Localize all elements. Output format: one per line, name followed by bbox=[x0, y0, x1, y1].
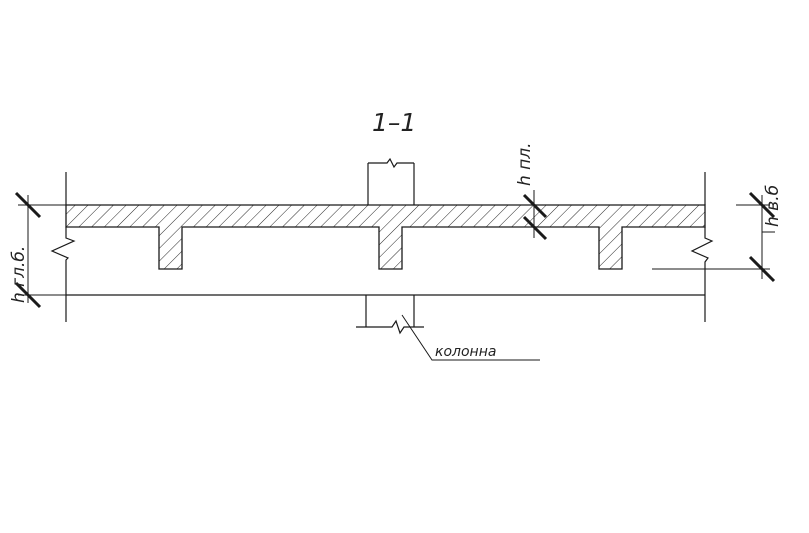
slab-height-dimension bbox=[522, 190, 548, 241]
secondary-beam-height-label: h в.б bbox=[763, 185, 783, 227]
left-break-line bbox=[50, 172, 76, 322]
main-beam-height-dimension bbox=[14, 191, 66, 309]
secondary-beam-height-dimension bbox=[652, 191, 776, 283]
slab-with-ribs bbox=[65, 204, 706, 270]
main-beam-height-label: h гл.б. bbox=[9, 246, 29, 303]
upper-column-stub bbox=[367, 157, 415, 205]
column-label: колонна bbox=[435, 344, 496, 360]
dim-tick bbox=[522, 193, 548, 219]
slab-height-label: h пл. bbox=[515, 142, 535, 186]
section-title: 1–1 bbox=[372, 108, 416, 137]
right-break-line bbox=[690, 172, 714, 322]
dim-tick bbox=[14, 191, 42, 219]
column-leader bbox=[401, 314, 540, 361]
dim-tick bbox=[748, 191, 776, 219]
lower-column-stub bbox=[356, 295, 424, 335]
dim-tick bbox=[748, 255, 776, 283]
dim-tick bbox=[522, 215, 548, 241]
dim-tick bbox=[14, 281, 42, 309]
